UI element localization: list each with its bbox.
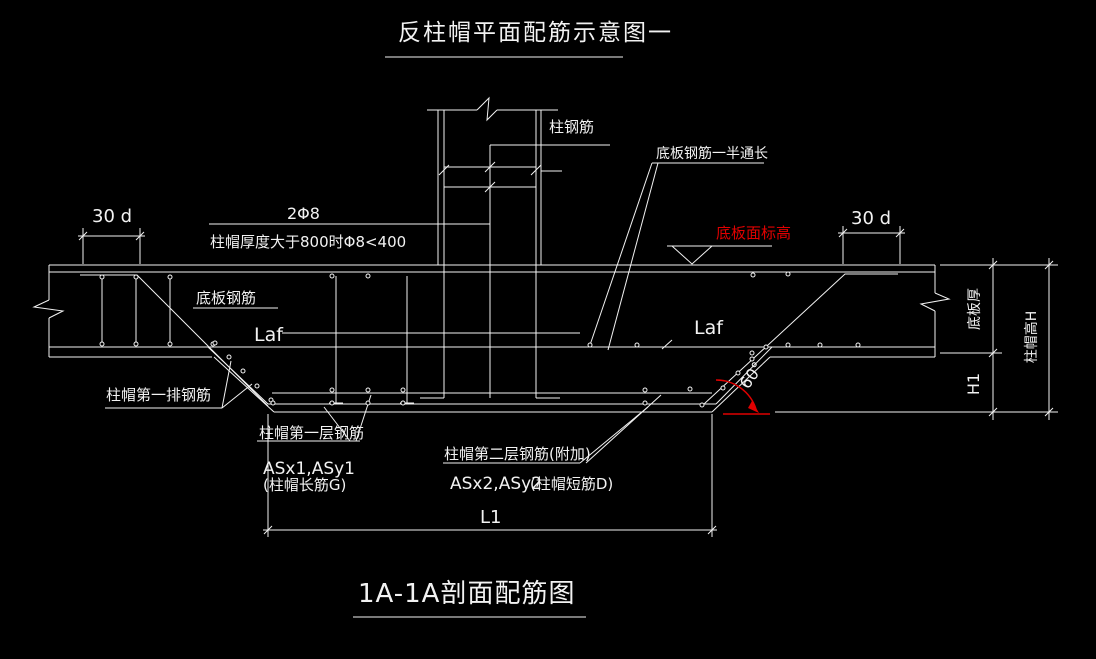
dim-slab-thickness: 底板厚 [967,288,983,330]
column-cap-outline [80,273,898,413]
label-cap-second-layer-rebar: 柱帽第二层钢筋(附加) [444,445,591,463]
label-2phi8: 2Φ8 [287,204,320,223]
label-cap-first-layer-rebar: 柱帽第一层钢筋 [259,424,364,442]
label-laf-right: Laf [694,317,724,339]
dim-30d-left: 30 d [92,206,132,227]
label-cap-long-bar: (柱帽长筋G) [263,476,346,494]
drawing-title-top: 反柱帽平面配筋示意图一 [398,20,673,46]
dim-30d-right: 30 d [851,208,891,229]
drawing-title-bottom: 1A-1A剖面配筋图 [358,579,575,609]
dim-h1: H1 [964,373,983,395]
label-cap-first-row-rebar: 柱帽第一排钢筋 [106,386,211,404]
label-as-first: ASx1,ASy1 [263,459,355,479]
dimension-lines [78,226,1058,537]
dim-l1: L1 [480,507,501,528]
angle-60-annotation [715,379,770,415]
label-as-second: ASx2,ASy2 [450,474,542,494]
label-slab-bottom-rebar: 底板钢筋 [196,289,256,307]
label-laf-left: Laf [254,324,284,346]
rebar-dots [99,271,861,408]
label-slab-top-elevation: 底板面标高 [716,224,791,242]
label-column-rebar: 柱钢筋 [549,118,594,136]
column-outline [101,96,562,404]
label-cap-short-bar: (柱帽短筋D) [530,475,613,493]
label-cap-thickness-note: 柱帽厚度大于800时Φ8<400 [210,233,406,251]
dim-cap-height: 柱帽高H [1023,311,1040,364]
label-leader-lines [105,56,772,618]
label-slab-rebar-half-length: 底板钢筋一半通长 [656,145,768,162]
